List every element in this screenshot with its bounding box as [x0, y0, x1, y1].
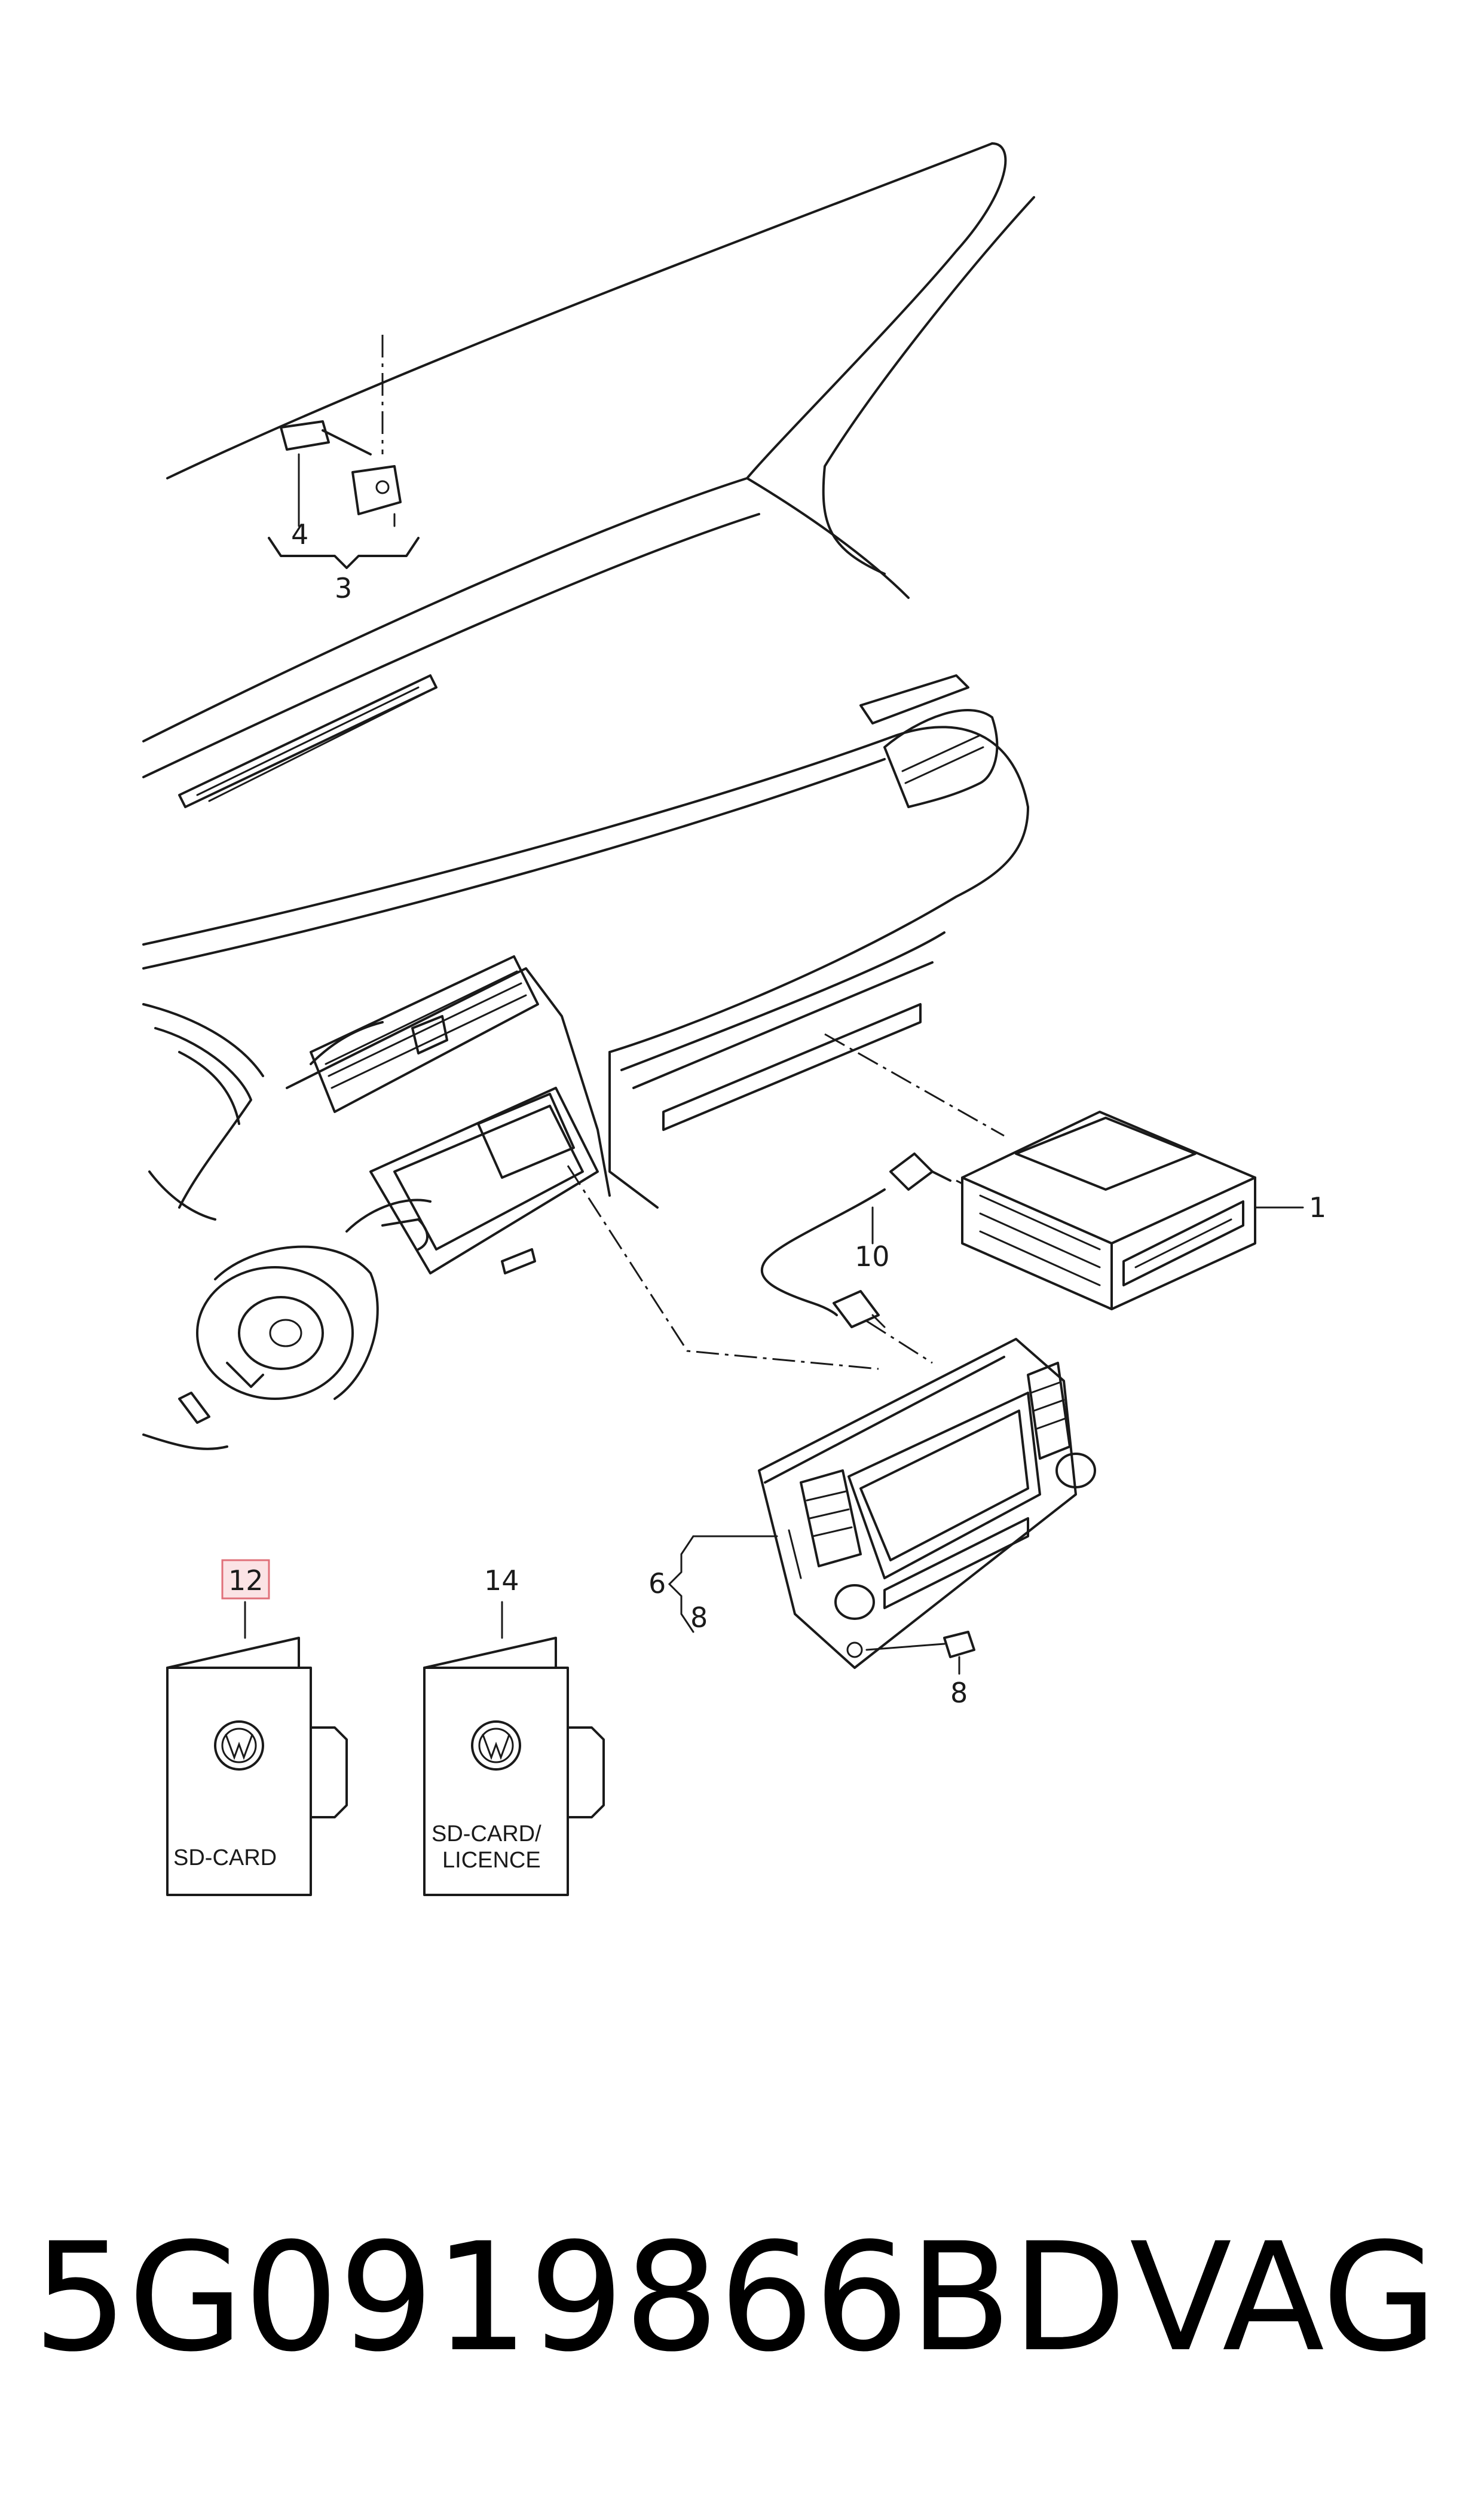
- radio-display-unit: [758, 1338, 1096, 1669]
- callout-3: 3: [335, 572, 352, 604]
- dashboard-outline: [142, 142, 1035, 1450]
- antenna-cable-part-10: [760, 1152, 963, 1328]
- callout-12: 12: [228, 1564, 264, 1597]
- sd-card-licence-booklet-14: [423, 1637, 605, 1896]
- licence-label-line1: SD-CARD/: [432, 1821, 541, 1847]
- licence-label-line2: LICENCE: [442, 1848, 541, 1873]
- callout-4: 4: [291, 518, 308, 551]
- callout-14: 14: [484, 1564, 519, 1597]
- sd-card-label: SD-CARD: [173, 1845, 277, 1870]
- radio-unit-part-1: [961, 1111, 1304, 1310]
- callout-12-highlight: [221, 1559, 270, 1600]
- brand-label: VAG: [1130, 2211, 1437, 2384]
- callout-8-bracket: 8: [690, 1601, 708, 1634]
- callout-8-clip: 8: [950, 1677, 968, 1709]
- connector-assembly-3-4: [268, 335, 420, 569]
- part-number: 5G0919866BD: [33, 2211, 1127, 2384]
- callout-10: 10: [855, 1240, 890, 1273]
- callout-6: 6: [648, 1567, 666, 1600]
- callout-leaders: [244, 1535, 778, 1639]
- sd-card-booklet-12: [166, 1637, 348, 1896]
- callout-1: 1: [1309, 1191, 1326, 1224]
- clip-part-8: [865, 1631, 975, 1675]
- leader-lines: [567, 1033, 1005, 1370]
